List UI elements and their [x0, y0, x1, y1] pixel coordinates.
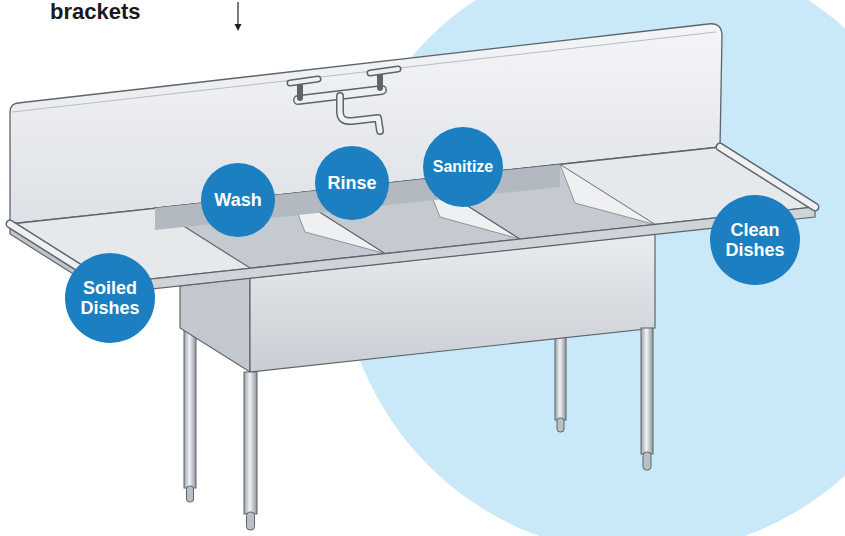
step-label: Sanitize	[433, 158, 493, 176]
circle-fill	[65, 253, 155, 343]
step-circle: Sanitize	[423, 127, 503, 207]
faucet-handle	[370, 69, 398, 73]
leg-foot	[643, 452, 651, 470]
compartment-divider	[560, 165, 655, 225]
faucet-stem	[377, 74, 383, 88]
step-label: Wash	[214, 190, 261, 210]
faucet-spout	[340, 96, 380, 131]
step-circle: Rinse	[315, 146, 389, 220]
backsplash-edge	[12, 32, 716, 112]
leg-foot	[247, 512, 255, 530]
faucet-stem	[297, 84, 303, 98]
faucet	[290, 69, 398, 131]
text-wrap: Rinse	[315, 146, 389, 220]
step-label: Soiled Dishes	[69, 278, 151, 318]
leader-line	[237, 2, 238, 25]
circle-fill	[315, 146, 389, 220]
text-wrap: Wash	[201, 163, 275, 237]
faucet-handle	[290, 79, 318, 83]
leg-foot	[557, 418, 564, 432]
text-wrap: Soiled Dishes	[65, 253, 155, 343]
step-circle: Wash	[201, 163, 275, 237]
circle-fill	[710, 195, 800, 285]
step-circle: Clean Dishes	[710, 195, 800, 285]
faucet-handle	[370, 69, 398, 73]
step-label: Rinse	[327, 173, 376, 193]
callout-text: brackets	[50, 1, 141, 23]
circle-fill	[201, 163, 275, 237]
leader-arrowhead	[235, 24, 242, 31]
sink-legs-front	[244, 328, 653, 530]
text-wrap: Sanitize	[423, 127, 503, 207]
text-wrap: Clean Dishes	[710, 195, 800, 285]
sink-leg	[184, 322, 196, 488]
step-circle: Soiled Dishes	[65, 253, 155, 343]
basin-side-face	[180, 278, 250, 372]
leg-foot	[187, 486, 194, 502]
sink-leg	[641, 328, 653, 454]
faucet-handle	[290, 79, 318, 83]
sink-leg	[244, 372, 257, 514]
step-label: Clean Dishes	[714, 220, 796, 260]
circle-fill	[423, 127, 503, 207]
faucet-spout	[340, 96, 380, 131]
